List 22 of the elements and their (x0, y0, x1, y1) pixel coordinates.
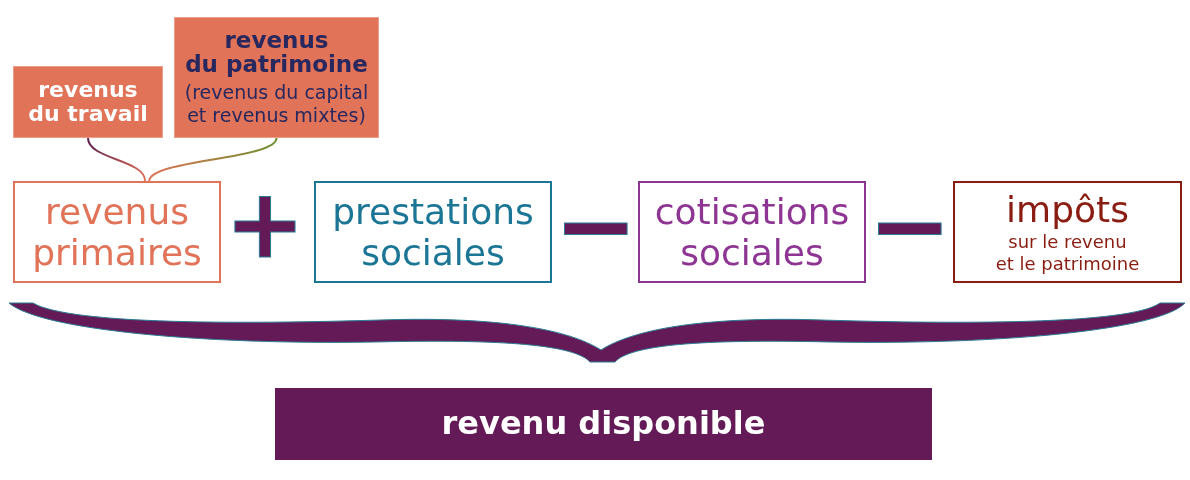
category-box (13, 181, 221, 283)
curly-brace (8, 302, 1186, 363)
category-box (314, 181, 552, 283)
plus-sign: + (224, 189, 306, 261)
box-label: revenus du travail (28, 77, 148, 127)
box-note: (revenus du capital et revenus mixtes) (184, 81, 369, 127)
box-title: revenus du patrimoine (185, 28, 368, 77)
source-box (13, 66, 163, 138)
box-title: impôts (1006, 189, 1129, 230)
category-box (638, 181, 866, 283)
category-box (953, 181, 1182, 283)
minus-sign: − (554, 216, 638, 236)
result-banner (275, 388, 932, 460)
box-label: cotisations sociales (654, 190, 850, 274)
box-note: sur le revenu et le patrimoine (995, 231, 1140, 275)
box-label: prestations sociales (332, 190, 534, 274)
box-label: revenu disponible (441, 406, 766, 442)
source-box (174, 17, 379, 138)
box-label: revenus primaires (32, 190, 202, 274)
connector-line (148, 137, 278, 182)
connector-line (87, 137, 147, 182)
minus-sign: − (868, 216, 952, 236)
